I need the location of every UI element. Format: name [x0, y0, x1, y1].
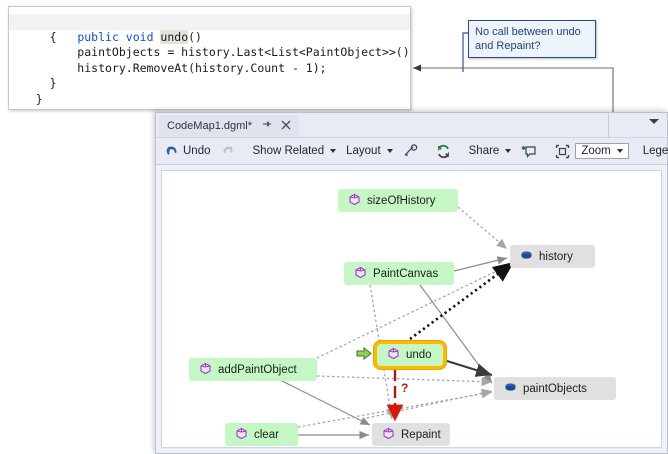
current-node-marker-icon	[356, 346, 372, 366]
pin-icon[interactable]	[261, 119, 272, 133]
legend-label: Legend	[642, 145, 668, 157]
layout-button[interactable]: Layout	[341, 143, 398, 159]
code-line: {	[15, 29, 57, 44]
code-line: }	[15, 76, 57, 90]
fit-to-screen-button[interactable]	[550, 142, 575, 161]
add-comment-button[interactable]	[516, 142, 542, 161]
share-label: Share	[468, 145, 500, 157]
codemap-tool-window: CodeMap1.dgml* Undo Show Related	[155, 112, 668, 454]
method-cube-icon	[235, 427, 248, 443]
method-cube-icon	[199, 362, 212, 378]
field-disc-icon	[520, 249, 533, 265]
redo-button[interactable]	[216, 142, 240, 160]
graph-node-label: history	[539, 250, 573, 263]
document-tabstrip: CodeMap1.dgml*	[156, 113, 667, 138]
graph-node-undo[interactable]: undo	[374, 341, 446, 369]
code-editor-panel[interactable]: public void undo() { paintObjects = hist…	[8, 6, 411, 110]
show-related-label: Show Related	[252, 145, 325, 157]
code-line: }	[15, 91, 43, 106]
graph-node-label: clear	[254, 428, 279, 441]
callout-note: No call between undo and Repaint?	[468, 20, 596, 58]
code-line: public void undo()	[9, 14, 410, 44]
layout-label: Layout	[346, 145, 381, 157]
graph-node-addPaintObject[interactable]: addPaintObject	[189, 358, 317, 381]
code-line: paintObjects = history.Last<List<PaintOb…	[15, 45, 411, 59]
method-cube-icon	[348, 193, 361, 209]
chevron-down-icon	[505, 149, 512, 153]
share-button[interactable]: Share	[464, 143, 517, 159]
graph-node-label: addPaintObject	[218, 363, 297, 376]
code-line: history.RemoveAt(history.Count - 1);	[15, 60, 327, 75]
graph-node-paintObjects[interactable]: paintObjects	[494, 377, 616, 400]
add-comment-icon	[521, 144, 537, 159]
graph-node-PaintCanvas[interactable]: PaintCanvas	[344, 262, 454, 285]
chevron-down-icon	[386, 149, 393, 153]
graph-edges-layer	[281, 206, 515, 440]
filter-button[interactable]	[398, 142, 423, 161]
tab-title: CodeMap1.dgml*	[167, 120, 252, 132]
graph-node-label: paintObjects	[523, 382, 587, 395]
undo-button[interactable]: Undo	[160, 142, 216, 160]
field-disc-icon	[504, 381, 517, 397]
refresh-icon	[436, 144, 451, 159]
zoom-label: Zoom	[581, 145, 611, 157]
filter-group-icon	[403, 143, 418, 159]
graph-node-Repaint[interactable]: Repaint	[372, 423, 450, 446]
code-line: }	[9, 107, 410, 109]
graph-node-history[interactable]: history	[510, 245, 595, 268]
zoom-dropdown[interactable]: Zoom	[575, 143, 629, 159]
graph-node-label: sizeOfHistory	[367, 194, 436, 207]
code-map-graph[interactable]: ? sizeOfHistory history PaintCanvas	[161, 170, 662, 448]
method-cube-icon	[354, 266, 367, 282]
chevron-down-icon	[330, 149, 337, 153]
missing-edge-question-label: ?	[401, 381, 409, 395]
graph-node-sizeOfHistory[interactable]: sizeOfHistory	[338, 189, 458, 212]
codemap-toolbar: Undo Show Related Layout	[156, 138, 668, 165]
undo-label: Undo	[183, 145, 211, 157]
chevron-down-icon[interactable]	[649, 119, 659, 124]
refresh-button[interactable]	[431, 142, 456, 161]
method-cube-icon	[382, 427, 395, 443]
fit-to-screen-icon	[555, 144, 570, 159]
graph-node-label: Repaint	[401, 428, 441, 441]
close-icon[interactable]	[281, 120, 291, 133]
chevron-down-icon	[616, 149, 623, 153]
undo-arrow-icon	[165, 144, 179, 158]
tab-codemap1-dgml[interactable]: CodeMap1.dgml*	[159, 115, 299, 137]
legend-button[interactable]: Legend	[637, 143, 668, 159]
graph-node-clear[interactable]: clear	[225, 423, 298, 446]
tabstrip-divider	[608, 113, 609, 137]
graph-node-label: PaintCanvas	[373, 267, 439, 280]
method-cube-icon	[387, 347, 400, 363]
show-related-button[interactable]: Show Related	[248, 143, 342, 159]
graph-node-label: undo	[406, 349, 432, 361]
redo-arrow-icon	[221, 144, 235, 158]
